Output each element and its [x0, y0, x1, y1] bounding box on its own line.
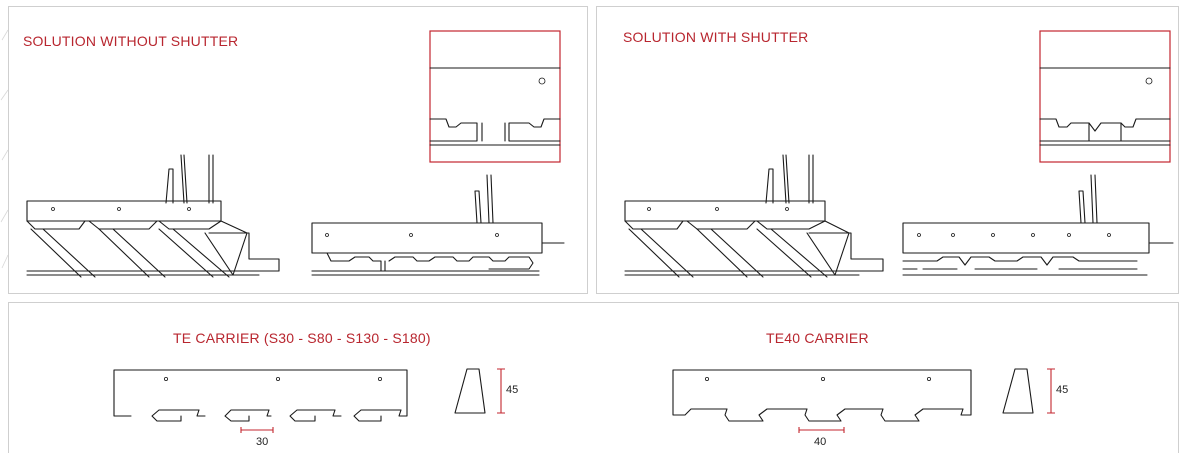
panel-carriers: TE CARRIER (S30 - S80 - S130 - S180) TE4…: [8, 302, 1179, 453]
te40-carrier-pitch-dimension: [798, 427, 845, 433]
te40-carrier-profile: [672, 369, 972, 422]
perspective-assembly: [624, 154, 884, 278]
carriers-drawing: [113, 368, 1055, 433]
te-carrier-pitch-label: 30: [256, 436, 269, 448]
te40-carrier-title: TE40 CARRIER: [766, 330, 869, 346]
te-carrier-pitch-dimension: [240, 427, 274, 433]
detail-inset: [429, 30, 561, 163]
te40-carrier-pitch-label: 40: [814, 436, 827, 448]
decorative-edge: [0, 29, 9, 269]
panel-title: SOLUTION WITH SHUTTER: [623, 29, 809, 45]
te-carrier-title: TE CARRIER (S30 - S80 - S130 - S180): [173, 330, 431, 346]
profile-assembly: [311, 174, 565, 276]
profile-assembly: [902, 174, 1174, 276]
te-carrier-section: [454, 368, 505, 414]
te-carrier-profile: [113, 369, 408, 422]
te40-carrier-section: [1002, 368, 1055, 414]
te-carrier-height-label: 45: [506, 384, 519, 396]
with-shutter-drawing: [624, 30, 1174, 278]
without-shutter-drawing: [26, 30, 565, 278]
te40-carrier-height-label: 45: [1056, 384, 1069, 396]
panel-without-shutter: SOLUTION WITHOUT SHUTTER: [8, 6, 588, 294]
panel-title: SOLUTION WITHOUT SHUTTER: [23, 33, 239, 49]
detail-inset: [1039, 30, 1171, 163]
panel-with-shutter: SOLUTION WITH SHUTTER: [596, 6, 1179, 294]
perspective-assembly: [26, 154, 280, 278]
